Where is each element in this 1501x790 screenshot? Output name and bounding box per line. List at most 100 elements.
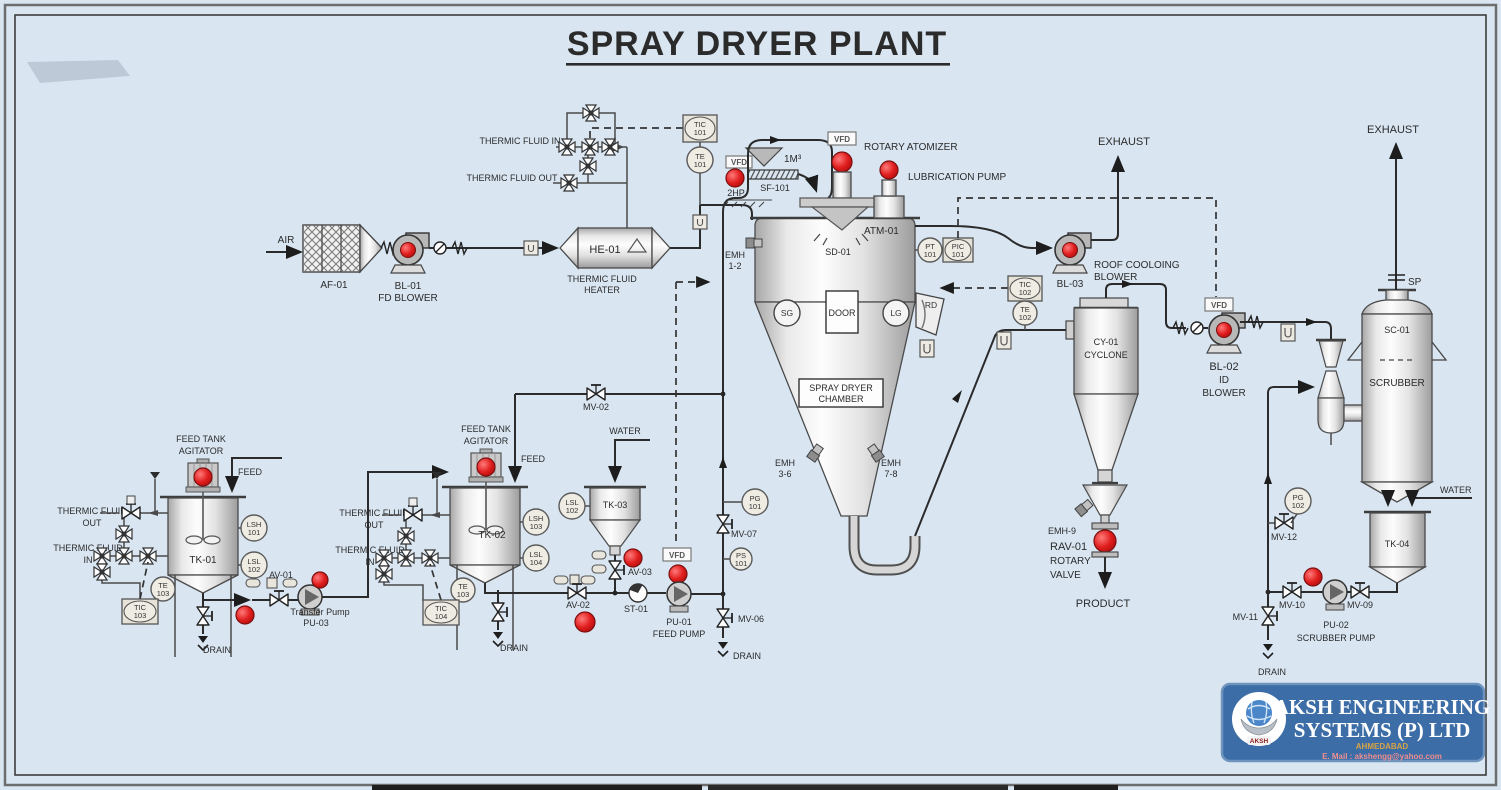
atm01-label: ATM-01 [864,226,899,237]
instrument-te101: TE 101 [686,146,714,174]
u-seal-icon [1280,323,1296,342]
svg-text:PG: PG [1293,493,1304,502]
atomizer-cone-icon [810,206,870,231]
scrubber-loop: WATER TK-04 MV-09 PU-02 SCRUBBER PUMP MV… [1233,380,1472,677]
svg-text:LSH: LSH [529,514,544,523]
svg-text:PT: PT [925,242,935,251]
instrument-ps101: PS 101 [729,547,753,571]
rav01-rotor [1093,529,1117,553]
instrument-lsh101: LSH 101 [240,514,268,542]
sd01-label: SD-01 [825,247,851,257]
lube-pump-label: LUBRICATION PUMP [908,172,1006,183]
tk03-water-label: WATER [609,426,641,436]
hopper-icon [744,147,784,167]
he01-name-l1: THERMIC FLUID [567,274,637,284]
logo-email: E. Mail : akshengg@yahoo.com [1322,752,1442,761]
emh78-l2: 7-8 [884,469,897,479]
tk02-tfin-l2: IN [366,557,375,567]
duct-damper-icon [692,214,708,230]
exhaust-left-label: EXHAUST [1098,136,1150,148]
emh78-l1: EMH [881,458,901,468]
logo-city: AHMEDABAD [1356,742,1409,751]
air-filter-af01 [302,223,383,274]
strainer-st01 [628,583,648,603]
vfd-box-pu01: VFD [669,551,685,560]
sc01-label: SC-01 [1384,325,1410,335]
roof-cooling-blower-bl03: BL-03 ROOF COOLOING BLOWER EXHAUST [915,136,1217,297]
air-inlet-train: AIR AF-01 BL-01 FD BLOWER HE-01 THERMIC … [266,204,753,304]
svg-text:103: 103 [134,611,147,620]
motor-pu02 [1303,567,1323,587]
svg-text:101: 101 [952,250,965,259]
svg-text:102: 102 [248,565,261,574]
scrubber-pump-pu02 [1322,579,1348,611]
svg-text:102: 102 [1019,313,1032,322]
instrument-lsl104: LSL 104 [522,544,550,572]
rav-name-l2: VALVE [1050,570,1081,581]
bl03-label: BL-03 [1057,279,1084,290]
spray-dryer-sd01: VFD ROTARY ATOMIZER ATM-01 SD-01 LUBRICA… [722,131,1006,517]
he01-name-l2: HEATER [584,285,620,295]
water-tank-tk03: WATER TK-03 LSL 102 AV-03 [558,426,652,593]
thermic-out-label: THERMIC FLUID OUT [467,173,559,183]
thermic-fluid-header: THERMIC FLUID IN THERMIC FLUID OUT TIC 1… [467,104,718,228]
emh12-l2: 1-2 [728,261,741,271]
svg-text:TE: TE [695,152,705,161]
tk03-label: TK-03 [603,500,628,510]
title-block: SPRAY DRYER PLANT [566,25,950,66]
tk02-tfout-l1: THERMIC FLUID [339,508,409,518]
tk01-agitator-l1: FEED TANK [176,434,226,444]
svg-text:LSH: LSH [247,520,262,529]
tk04-label: TK-04 [1385,539,1410,549]
svg-text:102: 102 [566,506,579,515]
sf101-power: 2HP [727,188,745,198]
tk02-tfin-l1: THERMIC FLUID [335,545,405,555]
mv10-label: MV-10 [1279,600,1305,610]
tk01-label: TK-01 [189,555,217,566]
tk01-feed-label: FEED [238,467,263,477]
emh36-l2: 3-6 [778,469,791,479]
pu01-drain-label: DRAIN [733,651,761,661]
bl01-label: BL-01 [395,281,422,292]
product-label: PRODUCT [1076,598,1131,610]
logo-mark: AKSH [1232,692,1286,746]
ground-hatch [722,199,772,208]
thermic-fluid-heater-he01 [559,226,671,270]
motor-lube-pump [879,160,899,180]
cy01-label: CY-01 [1094,337,1119,347]
instrument-pic101: PIC 101 [942,237,974,263]
bl02-label: BL-02 [1209,361,1238,373]
bl01-name: FD BLOWER [378,293,437,304]
pu03-name: Transfer Pump [290,607,349,617]
tk02-label: TK-02 [478,530,506,541]
svg-text:101: 101 [694,128,707,137]
instrument-lsl102-tk03: LSL 102 [558,492,586,520]
chamber-l2: CHAMBER [818,394,864,404]
instrument-tic103: TIC 103 [121,598,159,625]
instrument-te102: TE 102 [1012,300,1038,326]
tk04-water-label: WATER [1440,485,1472,495]
he01-label: HE-01 [589,244,620,256]
motor-sf101 [725,168,745,188]
svg-text:101: 101 [248,528,261,537]
svg-text:TIC: TIC [1019,280,1032,289]
logo-mark-text: AKSH [1250,738,1269,745]
svg-text:101: 101 [735,559,748,568]
motor-tk01 [193,467,213,487]
svg-text:TE: TE [458,582,468,591]
svg-text:TIC: TIC [435,604,448,613]
vfd-box: VFD [731,158,747,167]
pu03-label: PU-03 [303,618,329,628]
instrument-tic101: TIC 101 [682,114,718,143]
svg-text:101: 101 [749,502,762,511]
vfd-box-atomizer: VFD [834,135,850,144]
u-seal-icon [996,331,1012,350]
company-name-l2: SYSTEMS (P) LTD [1294,718,1471,742]
title-underline [566,63,950,66]
page-title: SPRAY DRYER PLANT [567,25,947,63]
tk01-tfin-l1: THERMIC FLUID [53,543,123,553]
motor-av01 [235,605,255,625]
tk02-agitator-l1: FEED TANK [461,424,511,434]
svg-text:LSL: LSL [529,550,542,559]
